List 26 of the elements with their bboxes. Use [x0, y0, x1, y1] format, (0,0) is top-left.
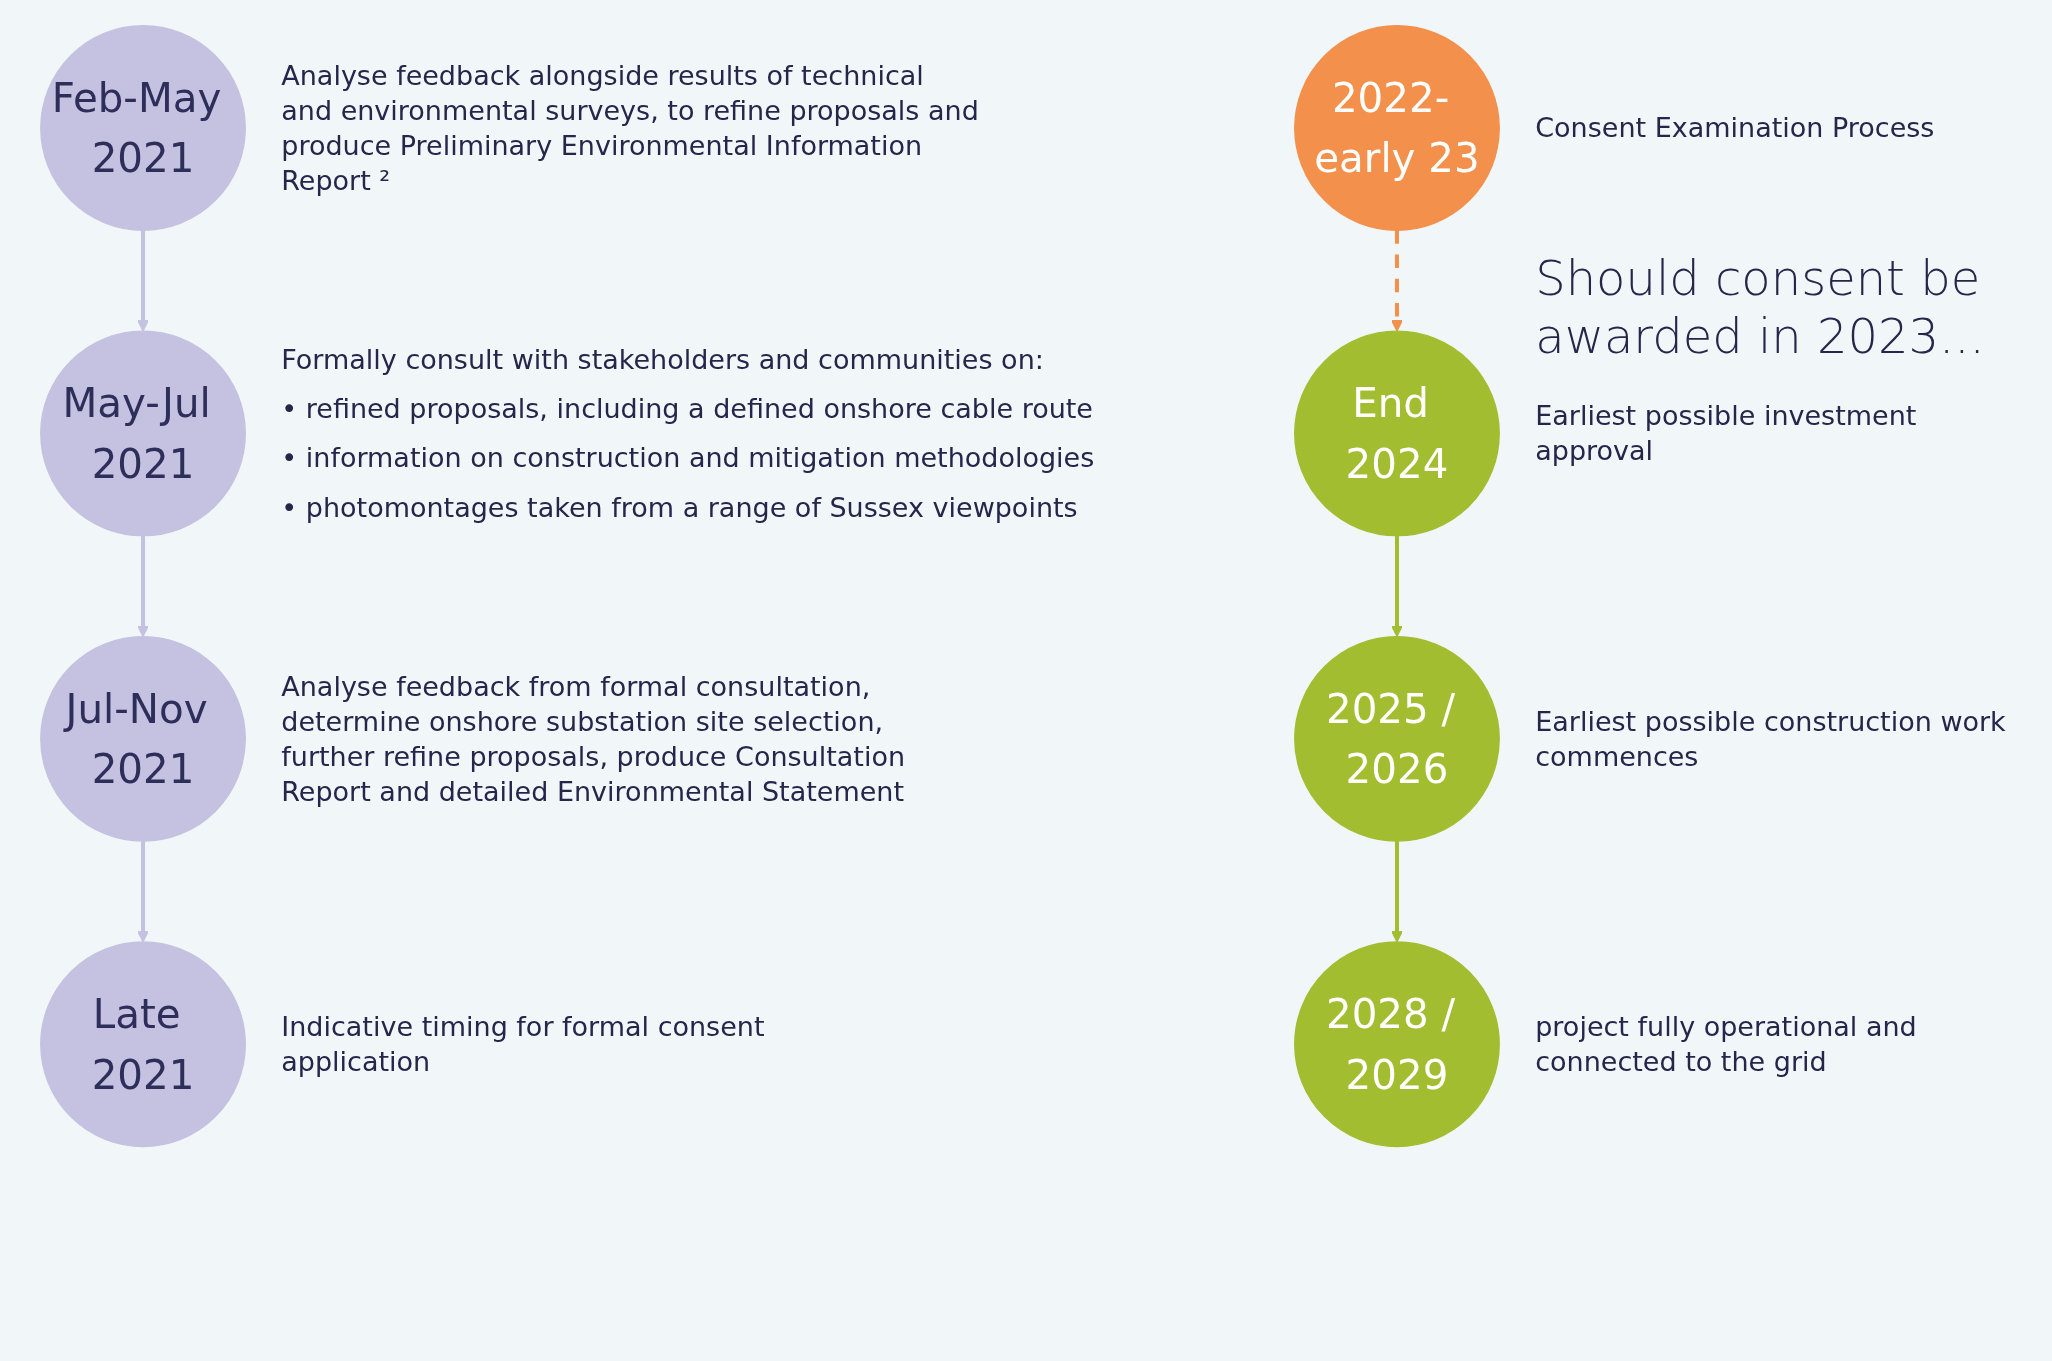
description-text: Earliest possible construction work commences	[1535, 704, 2007, 774]
description-text: Analyse feedback from formal consultation, determine onshore substation site selection, further refine proposals, produce Consultation Report and detailed Environmental Statement	[281, 669, 907, 809]
description-text: Indicative timing for formal consent application	[281, 1010, 766, 1080]
arrow	[137, 535, 149, 638]
node-circle: Late 2021	[40, 941, 246, 1148]
node-circle: 2025 / 2026	[1294, 635, 1500, 842]
arrow	[1391, 535, 1403, 638]
node-circle: 2028 / 2029	[1294, 941, 1500, 1148]
arrow	[137, 841, 149, 943]
node-circle: Feb-May 2021	[40, 25, 246, 231]
arrow	[1391, 230, 1403, 332]
description-text: Analyse feedback alongside results of technical and environmental surveys, to refine proposals and produce Preliminary Environmental Information Report ²	[281, 58, 980, 199]
node-circle: End 2024	[1294, 330, 1500, 537]
description-text: Consent Examination Process	[1535, 111, 1936, 146]
description-text: project fully operational and connected to the grid	[1535, 1010, 1918, 1080]
description-text: Formally consult with stakeholders and communities on:	[281, 343, 1045, 378]
description-text: • information on construction and mitigation methodologies	[281, 441, 1096, 476]
description-text: Earliest possible investment approval	[1535, 399, 1918, 469]
description-text: • refined proposals, including a defined onshore cable route	[281, 392, 1094, 427]
description-text: • photomontages taken from a range of Sussex viewpoints	[281, 490, 1079, 525]
note-text: Should consent be awarded in 2023...	[1535, 250, 1986, 366]
arrow	[1391, 841, 1403, 943]
arrow	[137, 230, 149, 332]
node-circle: 2022- early 23	[1294, 25, 1500, 231]
node-circle: May-Jul 2021	[40, 330, 246, 537]
node-circle: Jul-Nov 2021	[40, 635, 246, 842]
